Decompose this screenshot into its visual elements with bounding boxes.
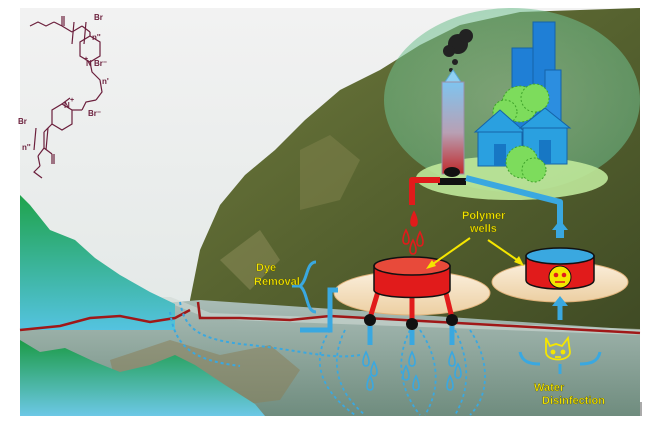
chemical-structure [29, 16, 103, 179]
dye-valves [364, 314, 458, 330]
pointer-head-left [426, 260, 436, 269]
tree-cluster-top [492, 83, 550, 125]
label-water: Water [534, 382, 565, 394]
pointer-head-right [514, 256, 524, 266]
blue-outlet-pipe [465, 175, 563, 224]
disinfect-brace-left [518, 351, 541, 366]
left-hill-upper [20, 195, 175, 330]
label-polymer: Polymer [462, 210, 506, 222]
pointer-arrow-right [487, 239, 521, 263]
chimney-valve [444, 167, 460, 177]
up-arrow-top [552, 220, 568, 238]
chem-br-top: Br [94, 13, 103, 22]
left-hill-lower [20, 340, 265, 416]
label-disinfection: Disinfection [542, 395, 605, 407]
label-dye: Dye [256, 262, 276, 274]
chem-br-minus-bot: Br⁻ [88, 109, 101, 118]
dye-outlet-pipes [367, 326, 455, 345]
water-ripples [318, 329, 486, 416]
chem-br-left: Br [18, 117, 27, 126]
chem-n1-top: n' [102, 77, 109, 86]
up-arrow-bottom [552, 296, 568, 306]
chem-br-minus-top: Br⁻ [94, 59, 107, 68]
red-drops [402, 210, 424, 255]
flow-dotted-line [179, 301, 361, 358]
clean-drops [362, 350, 462, 391]
chem-labels: Br n'' N + Br⁻ n' Br N + Br⁻ n'' [18, 13, 109, 152]
chem-n-plus-top: N [86, 59, 92, 68]
red-outlet-pipe [409, 177, 440, 205]
forest-patch [300, 135, 360, 210]
bacteria-face-icon [545, 335, 571, 361]
chem-plus-top: + [84, 56, 88, 63]
river-line-left [19, 308, 191, 332]
bacteria-skull-icon [548, 265, 572, 289]
chem-n2-top: n'' [92, 33, 101, 42]
chem-n-plus-bot: N [64, 101, 70, 110]
disinfect-brace-right [579, 351, 602, 366]
tree-cluster-bottom [505, 145, 547, 183]
label-removal: Removal [254, 276, 300, 288]
forest-patch [220, 230, 280, 290]
chem-plus-bot: + [70, 97, 74, 104]
label-wells: wells [469, 223, 497, 235]
river-line-right [196, 301, 641, 335]
flow-dotted-line-2 [169, 311, 241, 367]
chimney-base [438, 178, 466, 185]
intake-pipe [300, 287, 338, 333]
disinfection-well-top [525, 247, 595, 265]
chimney [441, 81, 465, 175]
pointer-arrow-left [429, 237, 471, 267]
labels: Polymer wells Dye Removal Water Disinfec… [254, 210, 606, 407]
smoke-cloud [443, 29, 473, 72]
chem-n2-bot: n'' [22, 143, 31, 152]
